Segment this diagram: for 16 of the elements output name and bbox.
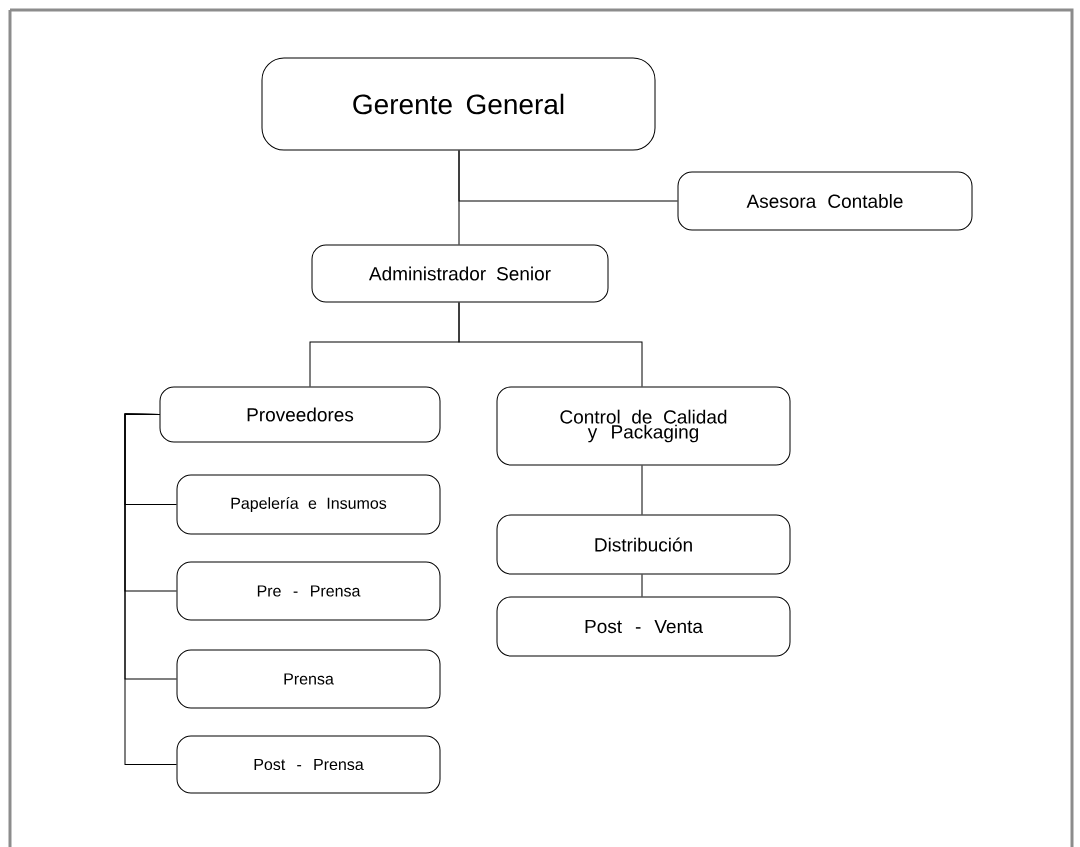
- org-box: Control de Calidad y Packaging: [496, 386, 791, 466]
- connector-line: [458, 302, 643, 387]
- connector-line: [458, 150, 460, 245]
- org-box: Papelería e Insumos: [176, 474, 441, 535]
- connector-line: [641, 465, 643, 515]
- connector-line: [124, 413, 177, 765]
- connector-line: [641, 574, 643, 597]
- org-box: Proveedores: [159, 386, 441, 443]
- org-box: Asesora Contable: [677, 171, 973, 231]
- org-box: Prensa: [176, 649, 441, 709]
- org-box: Administrador Senior: [311, 244, 609, 303]
- org-box: Gerente General: [261, 57, 656, 151]
- org-box: Pre - Prensa: [176, 561, 441, 621]
- org-box: Post - Prensa: [176, 735, 441, 794]
- org-box: Distribución: [496, 514, 791, 575]
- org-box: Post - Venta: [496, 596, 791, 657]
